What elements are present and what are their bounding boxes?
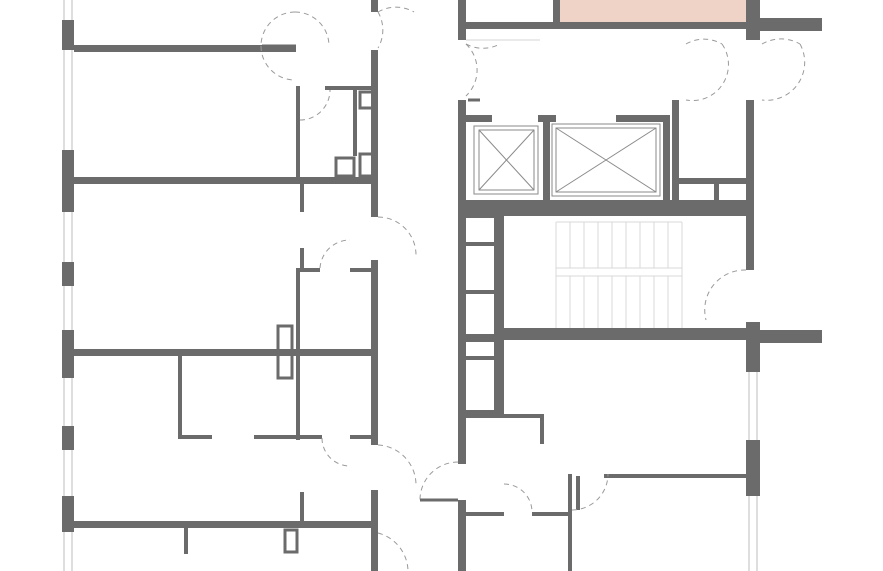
highlighted-apartment[interactable] xyxy=(560,0,746,22)
left-facade xyxy=(62,0,74,571)
left-partitions xyxy=(74,0,378,571)
door-icon[interactable] xyxy=(260,6,806,571)
stair-icon xyxy=(504,221,754,340)
right-partitions xyxy=(458,260,822,571)
core xyxy=(458,0,822,464)
elevator-icon xyxy=(473,125,539,195)
elevator-icon xyxy=(551,123,661,197)
